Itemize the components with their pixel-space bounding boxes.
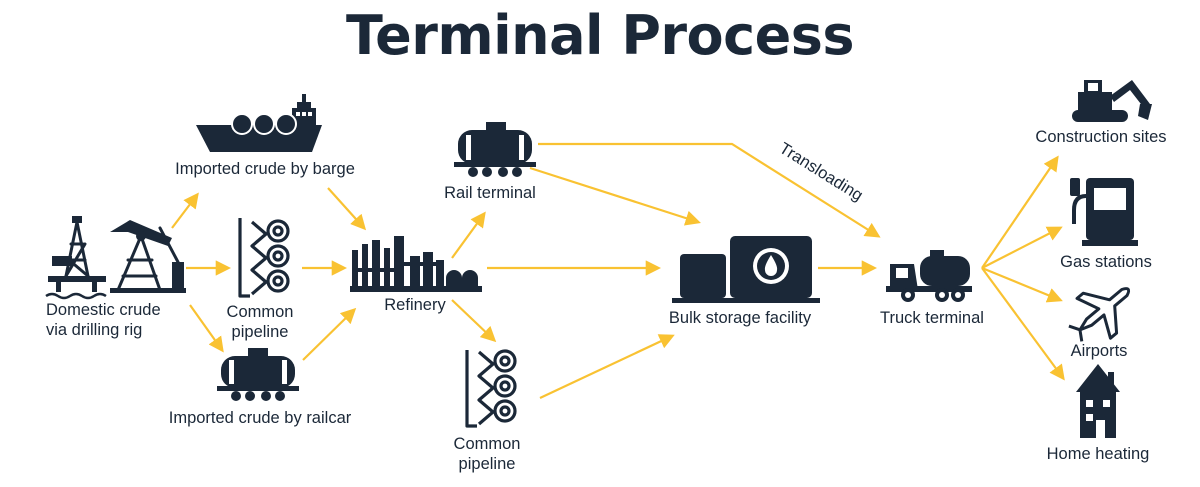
node-pipeline-bottom-line2: pipeline [458,455,516,473]
page-title: Terminal Process [345,4,855,67]
node-bulk-storage-label: Bulk storage facility [668,309,812,327]
node-construction-label: Construction sites [1035,128,1167,146]
node-pipeline-bottom-label: Common pipeline [437,434,537,474]
arrow-rig-to-barge [171,192,199,229]
arrow-refinery-to-rail [451,211,486,259]
excavator-icon [1072,80,1152,122]
arrow-truck-to-construction [981,155,1059,269]
rail-tank-car-icon [454,122,536,177]
arrow-truck-to-gas [981,226,1063,269]
node-railcar-label: Imported crude by railcar [168,409,352,427]
barge-ship-icon [196,94,322,152]
node-rail-terminal-label: Rail terminal [444,184,536,202]
arrow-rig-to-railcar [189,304,224,353]
arrow-pipeline-to-storage [539,334,675,399]
arrow-truck-to-airports [981,266,1063,303]
node-domestic-line2: via drilling rig [46,321,143,339]
node-pipeline-left-label: Common pipeline [210,302,310,342]
arrow-railcar-to-refinery [302,307,357,361]
node-barge-label: Imported crude by barge [175,160,355,178]
house-icon [1076,364,1120,438]
arrow-refinery-to-pipeline [451,299,497,343]
airplane-icon [1068,287,1131,342]
arrows [171,142,1065,399]
storage-tank-icon [672,236,820,303]
refinery-icon [350,236,482,292]
arrow-rail-to-storage [529,166,701,226]
node-pipeline-left-line1: Common [226,303,294,321]
node-domestic-line1: Domestic crude [46,301,161,319]
node-truck-terminal-label: Truck terminal [880,309,984,327]
pipeline-icon [238,218,290,298]
arrow-rail-to-truck-transloading [538,142,881,238]
drilling-rig-icon [45,216,186,300]
pipeline-icon [465,349,517,428]
node-domestic-label: Domestic crude via drilling rig [46,300,186,340]
arrow-barge-to-refinery [327,187,367,231]
node-gas-stations-label: Gas stations [1060,253,1152,271]
fuel-pump-icon [1070,178,1138,246]
node-home-heating-label: Home heating [1046,445,1150,463]
node-pipeline-bottom-line1: Common [453,435,521,453]
arrow-truck-to-home [981,267,1065,381]
node-airports-label: Airports [1070,342,1128,360]
tank-railcar-icon [217,348,299,401]
tanker-truck-icon [886,250,972,302]
node-refinery-label: Refinery [384,296,446,314]
node-pipeline-left-line2: pipeline [231,323,289,341]
